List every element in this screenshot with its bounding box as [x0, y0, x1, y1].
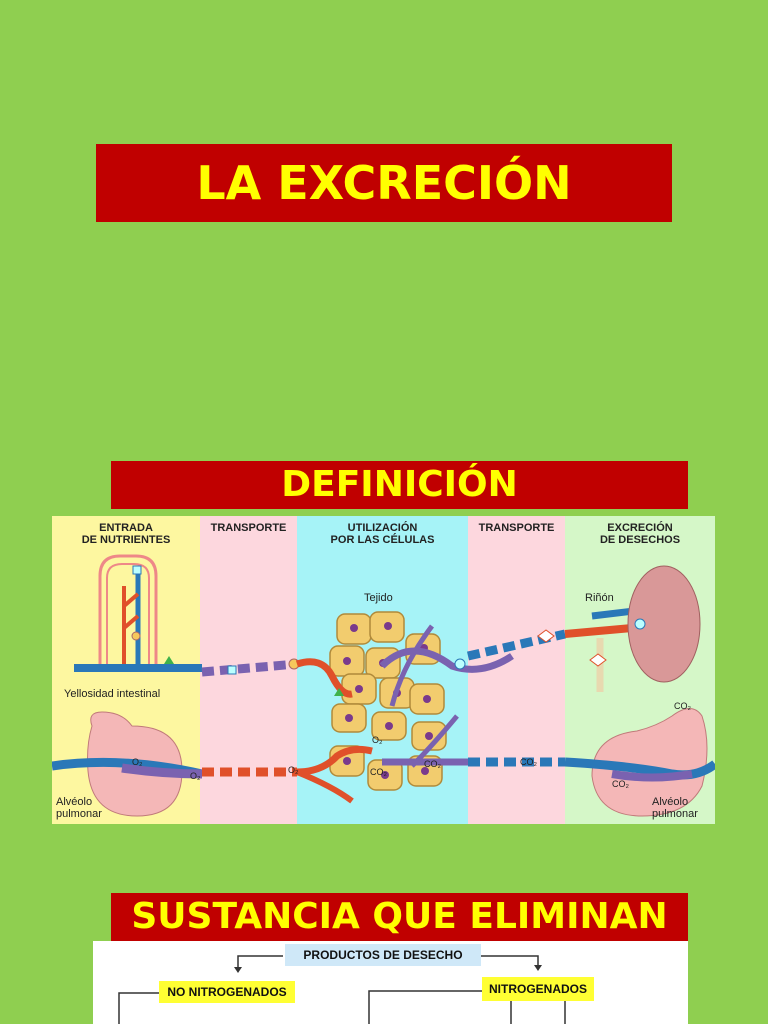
non-nitrogenous-category: NO NITROGENADOS: [159, 981, 295, 1003]
tissue-label: Tejido: [364, 592, 393, 604]
kidney-label: Riñón: [585, 592, 614, 604]
excretion-process-diagram: ENTRADA DE NUTRIENTES TRANSPORTE UTILIZA…: [52, 516, 715, 824]
column-title: TRANSPORTE: [478, 522, 555, 534]
nutrient-square-icon: [132, 565, 142, 575]
nitrogenous-category: NITROGENADOS: [482, 977, 594, 1001]
kidney-artery: [564, 624, 633, 638]
column-title: ENTRADA DE NUTRIENTES: [81, 522, 171, 546]
root-category: PRODUCTOS DE DESECHO: [285, 944, 481, 966]
alveolus-right-label: Alvéolo pulmonar: [652, 796, 698, 820]
kidney-diamond-icon: [589, 653, 607, 667]
transport-dashes-top: [201, 659, 298, 677]
co2-label: CO₂: [520, 757, 537, 767]
kidney-illustration: [627, 565, 701, 683]
nutrient-circle-icon: [131, 631, 141, 641]
column-title: EXCRECIÓN DE DESECHOS: [599, 522, 681, 546]
transport-square-icon: [227, 665, 237, 675]
diagram-illustration: [52, 554, 715, 817]
villus-capillaries: [122, 586, 140, 666]
alveolus-left-label: Alvéolo pulmonar: [56, 796, 102, 820]
slide-title: LA EXCRECIÓN: [96, 144, 672, 222]
flowchart-connectors: [118, 955, 566, 1024]
co2-label: CO₂: [370, 767, 387, 777]
waste-products-flowchart: PRODUCTOS DE DESECHO NO NITROGENADOS NIT…: [93, 941, 688, 1024]
transport-diamond-icon: [537, 629, 555, 643]
kidney-plus-icon: [634, 618, 646, 630]
substances-heading: SUSTANCIA QUE ELIMINAN: [111, 893, 688, 941]
column-title: TRANSPORTE: [210, 522, 287, 534]
co2-label: CO₂: [612, 779, 629, 789]
column-title: UTILIZACIÓN POR LAS CÉLULAS: [330, 522, 435, 546]
villus-label: Yellosidad intestinal: [64, 688, 161, 700]
co2-label: CO₂: [424, 759, 441, 769]
co2-label: CO₂: [674, 701, 691, 711]
tissue-artery-top: [295, 658, 353, 698]
tissue-vein-top: [379, 647, 514, 673]
o2-label: O₂: [190, 771, 201, 781]
definition-heading: DEFINICIÓN: [111, 461, 688, 509]
o2-label: O₂: [372, 735, 383, 745]
nutrient-triangle-icon: [164, 656, 174, 664]
villus-outline: [98, 554, 158, 666]
tissue-plus-icon: [454, 658, 466, 670]
tissue-artery-bottom: [296, 745, 373, 776]
villus-inner: [106, 563, 150, 666]
o2-label: O₂: [132, 757, 143, 767]
tissue-triangle-icon: [334, 688, 344, 696]
o2-label: O₂: [288, 765, 299, 775]
alveolus-right-illustration: [591, 708, 708, 817]
